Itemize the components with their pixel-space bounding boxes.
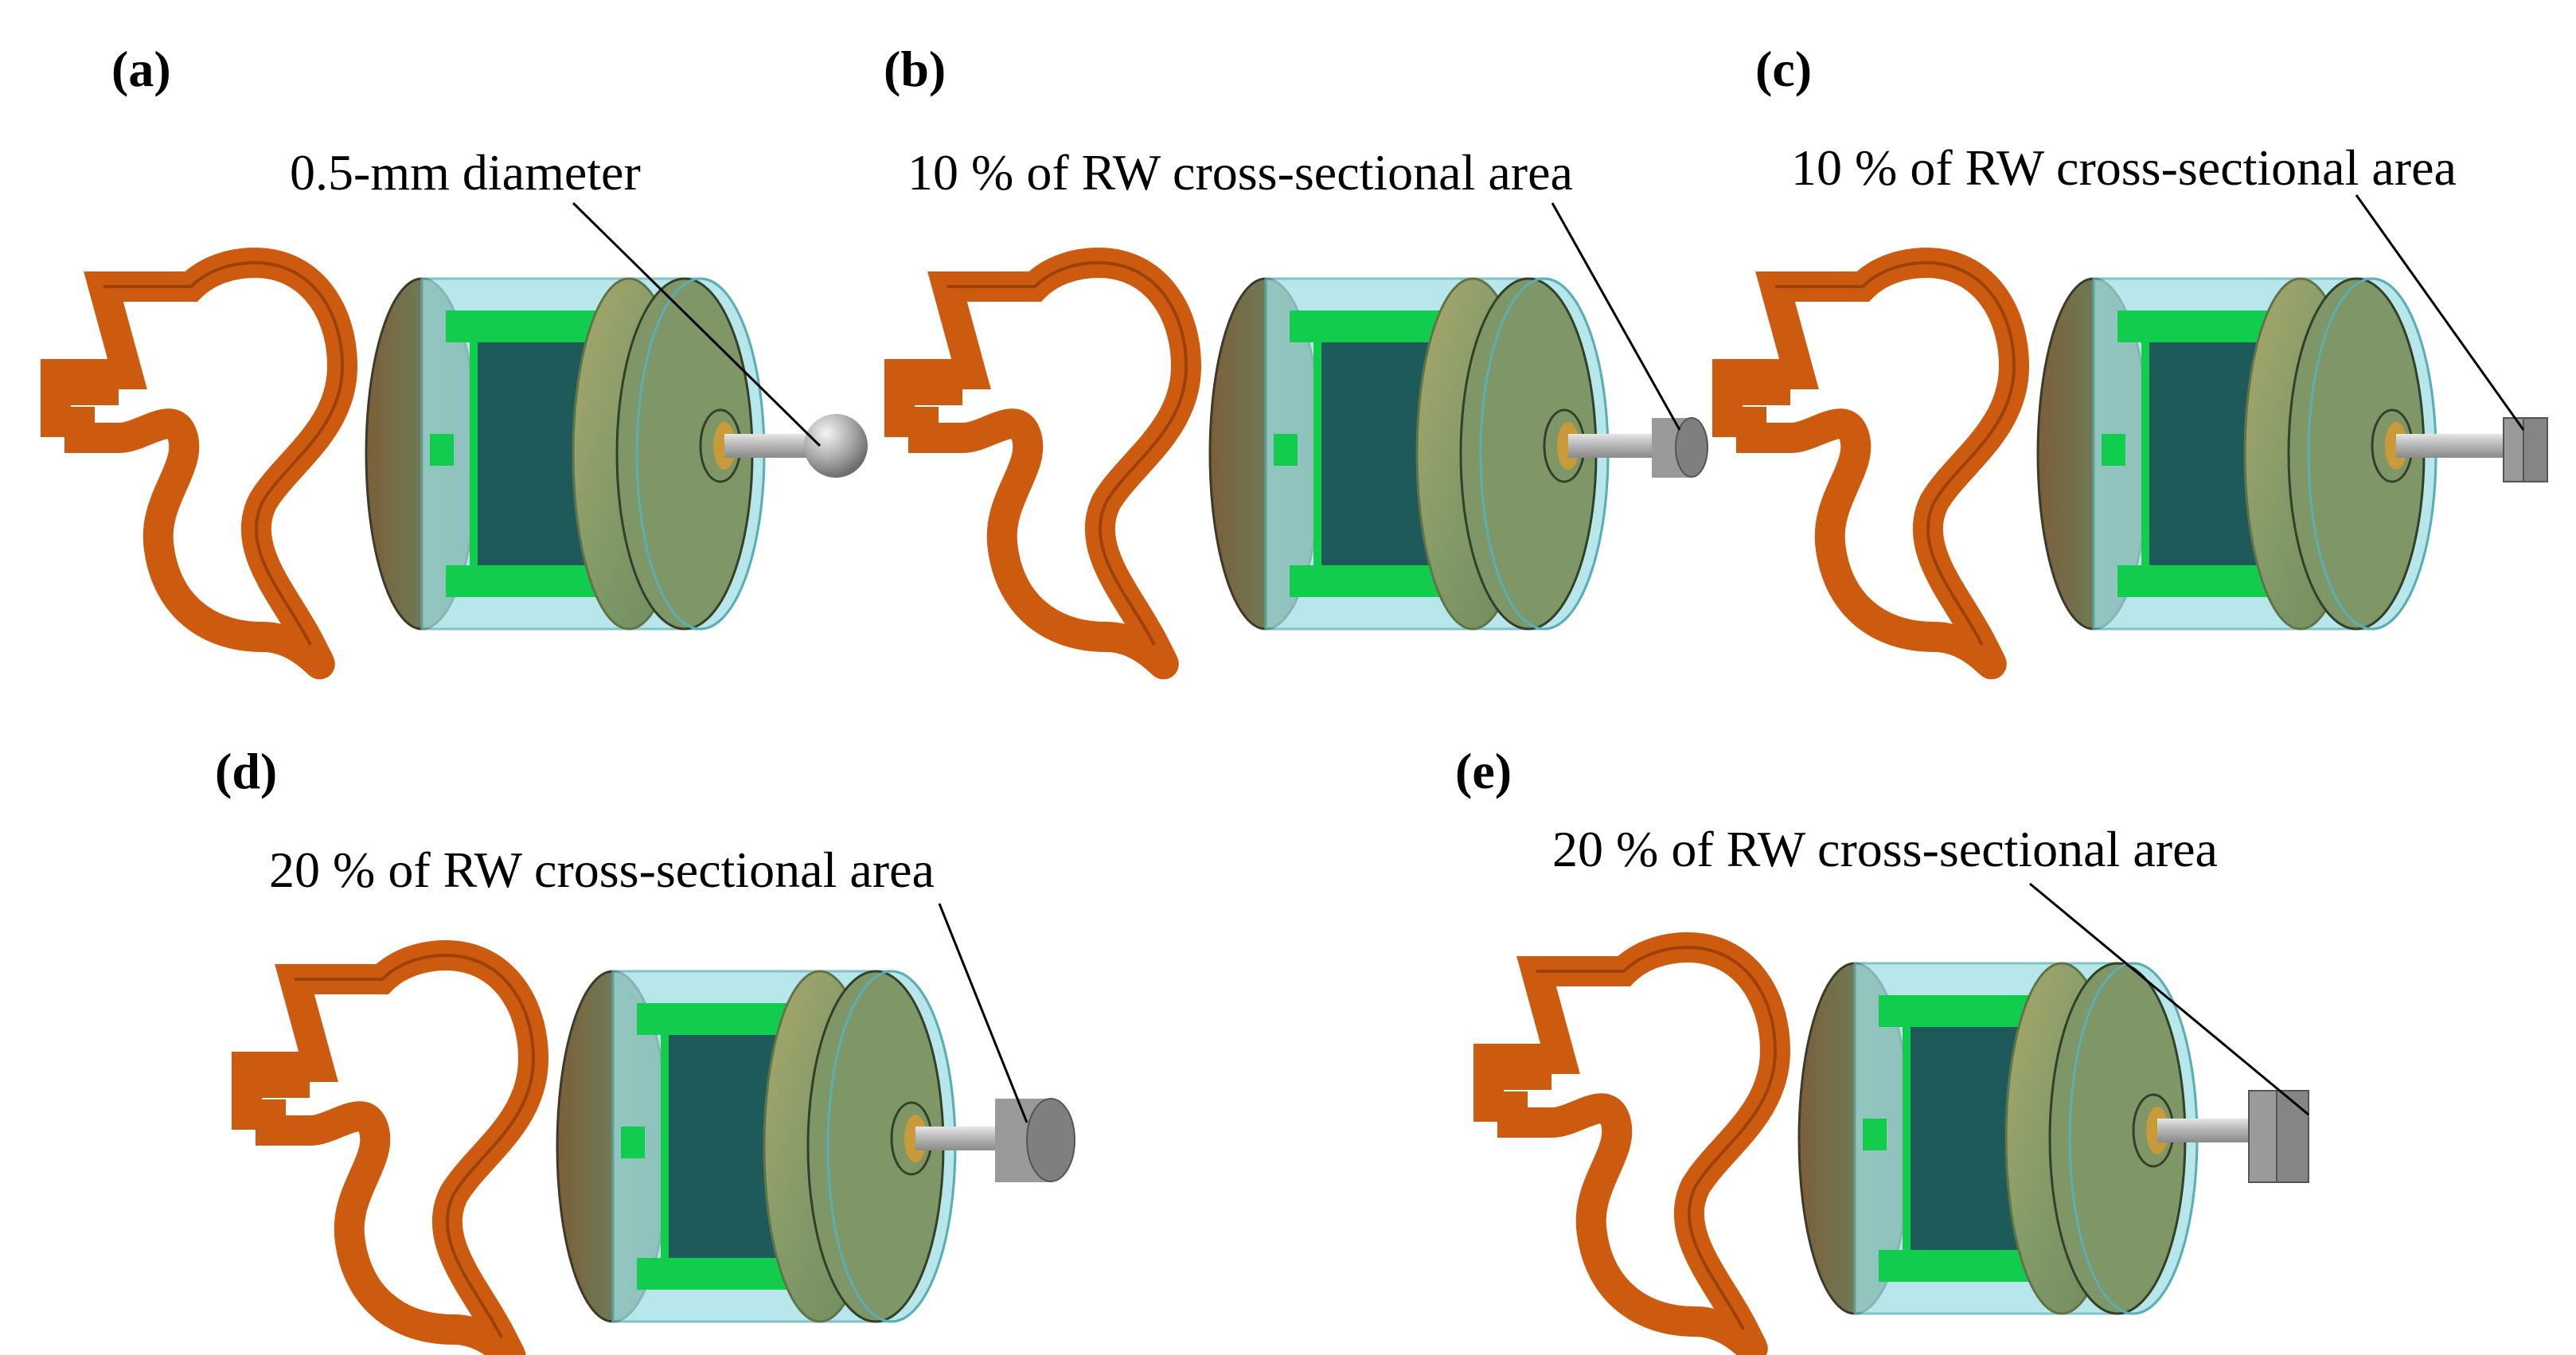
- panel-c-device: [1712, 247, 2548, 680]
- panel-d-leader: [938, 903, 1028, 1123]
- sphere-tip: [804, 414, 868, 478]
- cylinder-tip: [995, 1098, 1075, 1182]
- rod: [2396, 434, 2508, 458]
- panel-a: (a) 0.5-mm diameter: [41, 41, 868, 680]
- panel-c-annotation: 10 % of RW cross-sectional area: [1791, 139, 2457, 196]
- panel-d-annotation: 20 % of RW cross-sectional area: [269, 842, 935, 898]
- spiral-coil: [41, 247, 358, 680]
- panel-d-device: [232, 939, 1075, 1355]
- front-disc: [2243, 277, 2426, 631]
- cylinder-tip: [1652, 417, 1708, 478]
- rod: [1568, 434, 1664, 458]
- panel-a-label: (a): [111, 41, 171, 97]
- panel-b-leader: [1551, 202, 1681, 431]
- spiral-coil: [1712, 247, 2030, 680]
- panel-c: (c) 10 % of RW cross-sectional area: [1712, 41, 2548, 680]
- front-disc: [572, 277, 754, 631]
- panel-e-device: [1473, 931, 2309, 1355]
- cube-tip: [2248, 1090, 2309, 1183]
- panel-b-device: [884, 247, 1708, 680]
- panel-b-label: (b): [884, 41, 946, 97]
- panel-e-label: (e): [1455, 743, 1512, 799]
- panel-d-label: (d): [215, 743, 277, 799]
- panel-b-annotation: 10 % of RW cross-sectional area: [907, 144, 1573, 201]
- panel-a-leader: [572, 201, 822, 447]
- spiral-coil: [232, 939, 549, 1355]
- panel-e-leader: [2029, 882, 2309, 1116]
- panel-e: (e) 20 % of RW cross-sectional area: [1455, 743, 2309, 1355]
- panel-a-annotation: 0.5-mm diameter: [290, 144, 641, 201]
- spiral-coil: [1473, 931, 1791, 1355]
- spiral-coil: [884, 247, 1202, 680]
- front-disc: [763, 970, 945, 1323]
- front-disc: [2004, 962, 2187, 1315]
- panel-c-leader: [2355, 194, 2525, 431]
- cube-tip: [2503, 417, 2548, 482]
- panel-d: (d) 20 % of RW cross-sectional area: [215, 743, 1075, 1355]
- front-disc: [1415, 277, 1598, 631]
- panel-a-device: [41, 247, 868, 680]
- rod: [2157, 1119, 2253, 1142]
- panel-b: (b) 10 % of RW cross-sectional area: [884, 41, 1708, 680]
- panel-e-annotation: 20 % of RW cross-sectional area: [1552, 821, 2218, 877]
- panel-c-label: (c): [1755, 41, 1812, 97]
